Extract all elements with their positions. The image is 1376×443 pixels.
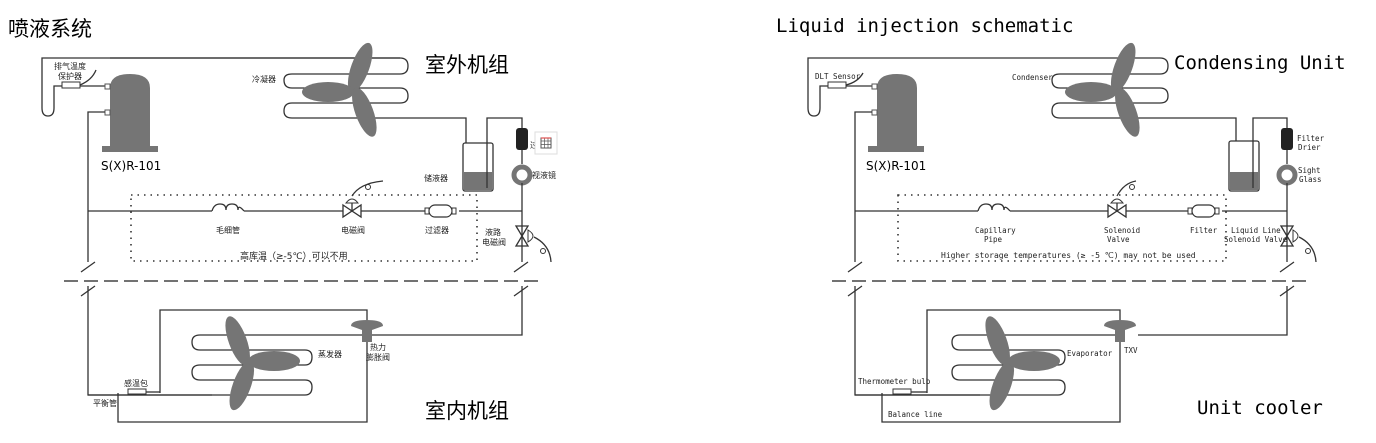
capillary-label: 毛细管 (216, 225, 240, 235)
balance-line-en (881, 342, 1121, 423)
capillary-tube-icon-en (977, 203, 1011, 212)
sensor-wire (79, 69, 97, 86)
filter-drier-label-en: Filter (1297, 134, 1325, 143)
balance-line (117, 342, 368, 423)
filter-label: 过滤器 (425, 225, 449, 235)
condenser-coil-icon (110, 39, 467, 145)
compressor-icon-en (868, 74, 924, 152)
equalizer-line-en (926, 309, 1121, 393)
txv-label-en: TXV (1124, 346, 1138, 355)
solenoid-valve-icon (342, 180, 384, 219)
sensor-wire-en (845, 72, 864, 86)
receiver-icon-en (1228, 117, 1288, 192)
txv-label: 热力 (370, 342, 386, 352)
diagram-title: 喷液系统 (8, 17, 92, 41)
compressor-model: S(X)R-101 (101, 159, 161, 173)
liquid-line-solenoid-icon (514, 225, 552, 263)
thermal-bulb-icon (127, 388, 147, 395)
dlt-sensor-label: 排气温度 (54, 61, 86, 71)
solenoid-valve-icon-en (1107, 180, 1137, 219)
unit-cooler-label: Unit cooler (1197, 397, 1323, 419)
sight-glass-label-en-2: Glass (1299, 175, 1322, 184)
capillary-label-en-2: Pipe (984, 235, 1003, 244)
liquid-solenoid-label: 液路 (485, 227, 501, 237)
bulb-label-en: Thermometer bulb (858, 377, 931, 386)
capillary-tube-icon (211, 203, 245, 212)
filter-drier-label: 过 (530, 140, 538, 150)
diagram-title-en: Liquid injection schematic (776, 15, 1073, 37)
discharge-line-en (807, 57, 1160, 117)
dlt-sensor-label-en: DLT Sensor (815, 72, 861, 81)
txv-icon (351, 320, 383, 342)
optional-note-en: Higher storage temperatures (≥ -5 ℃) may… (941, 251, 1196, 260)
solenoid-valve-label-en-2: Valve (1107, 235, 1130, 244)
solenoid-valve-label: 电磁阀 (341, 225, 365, 235)
ocr-scan-button[interactable] (534, 131, 558, 155)
discharge-line (41, 57, 400, 117)
thermal-bulb-icon-en (892, 388, 912, 395)
filter-drier-icon (516, 128, 528, 164)
txv-label-2: 膨胀阀 (366, 352, 390, 362)
filter-icon-en (1187, 204, 1220, 218)
evaporator-label: 蒸发器 (318, 349, 342, 359)
liquid-supply-line (372, 286, 523, 336)
filter-drier-label-en-2: Drier (1298, 143, 1321, 152)
indoor-unit-label: 室内机组 (425, 399, 509, 423)
liquid-solenoid-label-en-2: Solenoid Valve (1224, 235, 1288, 244)
liquid-line-solenoid-icon-en (1279, 225, 1317, 263)
optional-note: 高库温（≥-5℃）可以不用 (240, 250, 348, 262)
suction-line (87, 111, 105, 262)
liquid-supply-line-en (1138, 286, 1288, 336)
capillary-label-en: Capillary (975, 226, 1016, 235)
liquid-solenoid-label-2: 电磁阀 (482, 237, 506, 247)
condenser-coil-icon-en (1051, 39, 1237, 145)
evaporator-coil-icon (88, 313, 362, 414)
txv-icon-en (1104, 320, 1136, 342)
suction-line-en (854, 111, 872, 262)
sight-glass-icon-en (1276, 164, 1298, 186)
break-marks-en (847, 261, 1295, 297)
condenser-label: 冷凝器 (252, 74, 276, 84)
equalizer-line (159, 309, 368, 393)
condenser-label-en: Condenser (1012, 73, 1053, 82)
dlt-sensor-icon-en (827, 81, 847, 89)
balance-line-label: 平衡管 (93, 398, 117, 408)
dlt-sensor-icon (61, 81, 81, 89)
bulb-label: 感温包 (124, 378, 148, 388)
liquid-solenoid-label-en: Liquid Line (1231, 226, 1281, 235)
receiver-label: 储液器 (424, 173, 448, 183)
filter-label-en: Filter (1190, 226, 1218, 235)
outdoor-unit-label: 室外机组 (425, 53, 509, 77)
break-marks (80, 261, 529, 297)
receiver-icon (462, 117, 523, 192)
dlt-sensor-label-2: 保护器 (58, 71, 82, 81)
filter-drier-icon-en (1281, 128, 1293, 164)
balance-line-label-en: Balance line (888, 410, 943, 419)
optional-section-box (130, 194, 478, 262)
solenoid-valve-label-en: Solenoid (1104, 226, 1140, 235)
optional-section-box-en (897, 194, 1227, 262)
condensing-unit-label: Condensing Unit (1174, 52, 1346, 74)
sight-glass-label-en: Sight (1298, 166, 1321, 175)
compressor-icon (102, 74, 158, 152)
diagram-chinese: 喷液系统 室外机组 室内机组 排气温度 保护器 S(X)R-101 冷凝器 (8, 17, 558, 423)
sight-glass-label: 视液镜 (532, 170, 556, 180)
diagram-english: Liquid injection schematic Condensing Un… (776, 15, 1346, 423)
compressor-model-en: S(X)R-101 (866, 159, 926, 173)
suction-return-line (87, 286, 212, 396)
evaporator-label-en: Evaporator (1067, 349, 1113, 358)
filter-icon (424, 204, 457, 218)
evaporator-coil-icon-en (855, 313, 1115, 414)
sight-glass-icon (511, 164, 533, 186)
